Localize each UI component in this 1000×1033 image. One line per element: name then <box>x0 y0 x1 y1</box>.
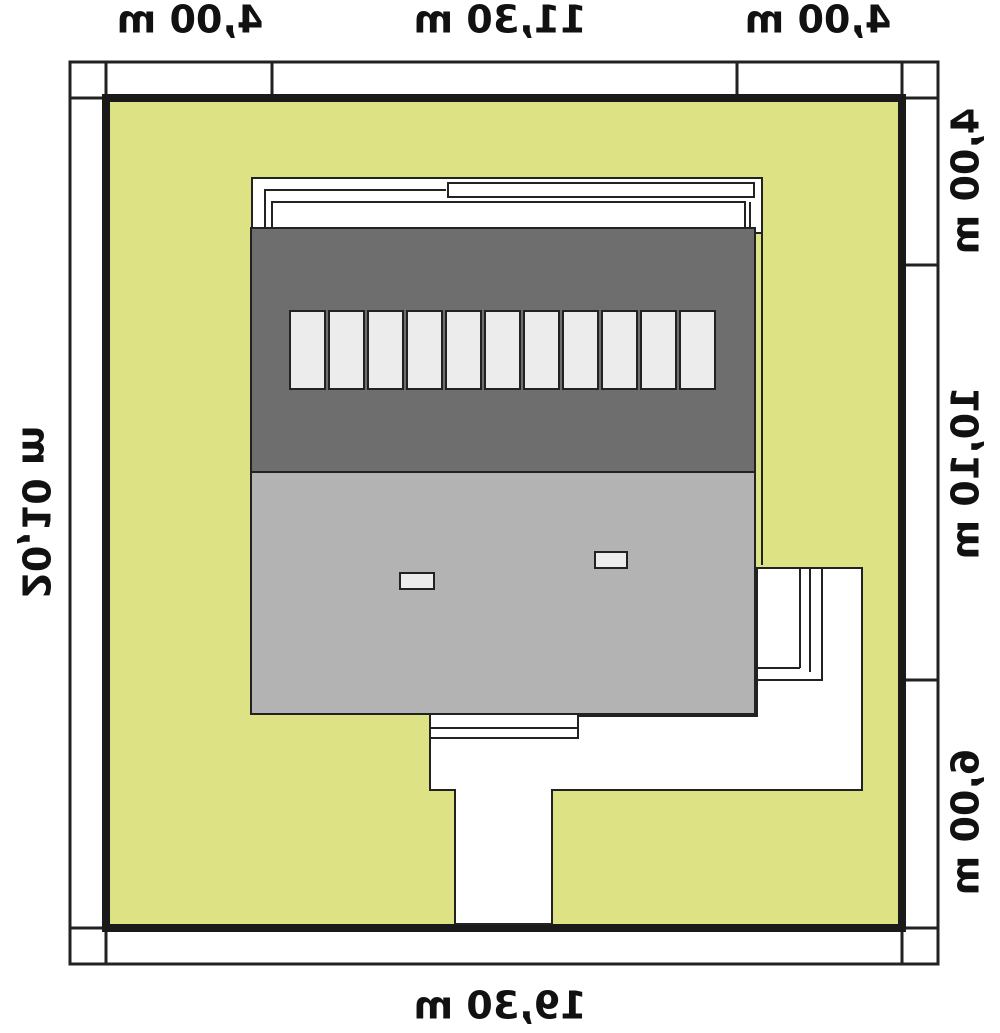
solar-panel <box>562 310 599 390</box>
solar-panel <box>406 310 443 390</box>
terrace-steps <box>756 567 823 681</box>
solar-panel <box>367 310 404 390</box>
dim-right-bottom: 6,00 m <box>944 749 988 896</box>
solar-panel <box>601 310 638 390</box>
solar-panel <box>679 310 716 390</box>
solar-panel <box>484 310 521 390</box>
entrance-steps <box>429 713 579 739</box>
eaves-line-2 <box>271 201 746 233</box>
dim-right-top: 4,00 m <box>944 108 988 255</box>
roof-vent-1 <box>399 572 435 590</box>
dim-bottom: 19,30 m <box>413 984 586 1028</box>
entrance-step <box>429 713 579 739</box>
terrace-step-outer <box>756 567 823 681</box>
eaves-outline <box>251 177 763 565</box>
dim-top-left: 4,00 m <box>117 0 264 42</box>
outer-frame <box>68 60 940 966</box>
dim-right-middle: 10,10 m <box>944 386 988 559</box>
roof-light-section <box>250 471 756 715</box>
dim-top-right: 4,00 m <box>745 0 892 42</box>
balcony-rail <box>447 182 755 198</box>
solar-panel <box>289 310 326 390</box>
dim-left: 20,10 m <box>14 425 58 598</box>
solar-panel <box>523 310 560 390</box>
solar-panel <box>328 310 365 390</box>
dim-top-middle: 11,30 m <box>413 0 586 42</box>
roof-vent-2 <box>594 551 628 569</box>
solar-panel-array <box>289 310 716 390</box>
eaves-line-1 <box>264 189 446 233</box>
solar-panel <box>445 310 482 390</box>
solar-panel <box>640 310 677 390</box>
